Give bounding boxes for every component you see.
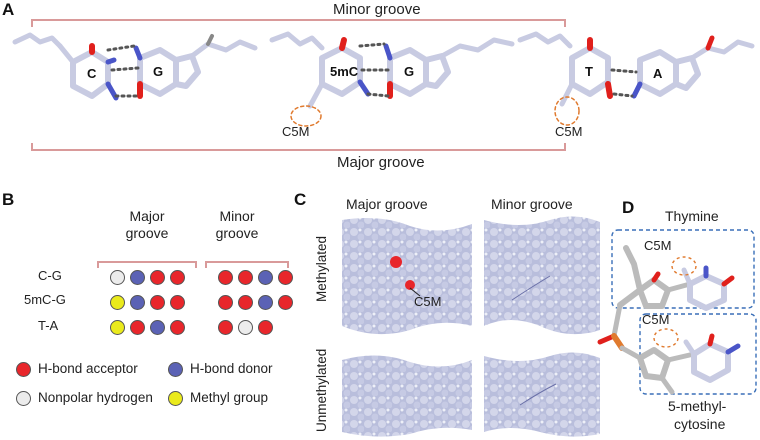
col-major-line2: groove <box>125 225 169 241</box>
c5m-label-5mc: C5M <box>282 124 310 139</box>
minor-groove-label-a: Minor groove <box>333 1 421 18</box>
panel-d-c5m-top: C5M <box>644 238 672 253</box>
pair-c-g-structure <box>12 32 258 101</box>
methyl-highlight-2 <box>405 280 415 290</box>
dot-major-r0-c3 <box>170 270 185 285</box>
panel-c-c5m-label: C5M <box>414 294 442 309</box>
panel-d-c5m-bottom: C5M <box>642 312 670 327</box>
thymine-methyl-circle <box>671 256 697 276</box>
dot-minor-r0-c2 <box>258 270 273 285</box>
cytosine-methyl-circle <box>653 328 679 348</box>
legend-label-donor: H-bond donor <box>190 361 273 376</box>
dot-major-r1-c3 <box>170 295 185 310</box>
legend-dot-acceptor <box>16 362 31 377</box>
panel-d-letter: D <box>622 198 635 217</box>
dot-major-r0-c1 <box>130 270 145 285</box>
base-label-g-2: G <box>404 64 415 79</box>
panel-b-col-minor: Minor groove <box>202 208 272 242</box>
panel-d-title: Thymine <box>665 208 719 224</box>
methyl-circle-t <box>554 96 580 126</box>
dot-major-r2-c1 <box>130 320 145 335</box>
dot-minor-r2-c0 <box>218 320 233 335</box>
panel-c-col-major: Major groove <box>346 196 428 212</box>
dot-major-r2-c2 <box>150 320 165 335</box>
thymine-box <box>611 229 755 309</box>
panel-a-letter: A <box>2 0 15 19</box>
col-major-line1: Major <box>129 208 165 224</box>
col-minor-line2: groove <box>215 225 259 241</box>
surface-methylated-major <box>342 218 472 335</box>
dot-minor-r1-c0 <box>218 295 233 310</box>
minor-groove-bracket <box>31 19 566 27</box>
dot-minor-r1-c1 <box>238 295 253 310</box>
dot-major-r1-c1 <box>130 295 145 310</box>
legend-label-nonpolar: Nonpolar hydrogen <box>38 390 153 405</box>
panel-d-bottom-label-1: 5-methyl- <box>668 398 727 414</box>
major-groove-bracket <box>31 143 566 151</box>
base-label-g-1: G <box>153 64 164 79</box>
panel-c-col-minor: Minor groove <box>491 196 573 212</box>
col-minor-line1: Minor <box>219 208 255 224</box>
dot-major-r0-c2 <box>150 270 165 285</box>
dot-minor-r0-c0 <box>218 270 233 285</box>
pair-t-a-structure <box>517 31 755 126</box>
dot-minor-r1-c3 <box>278 295 293 310</box>
legend-dot-donor <box>168 362 183 377</box>
panel-b-col-major: Major groove <box>112 208 182 242</box>
base-label-a: A <box>653 66 663 81</box>
methyl-highlight-1 <box>390 256 402 268</box>
pair-5mc-g-structure <box>269 31 515 127</box>
dot-minor-r2-c1 <box>238 320 253 335</box>
dot-major-r2-c0 <box>110 320 125 335</box>
major-groove-label-a: Major groove <box>337 154 425 171</box>
dot-minor-r1-c2 <box>258 295 273 310</box>
row-label-5mcg: 5mC-G <box>24 292 66 307</box>
dot-major-r2-c3 <box>170 320 185 335</box>
legend-dot-methyl <box>168 391 183 406</box>
surface-methylated-minor <box>484 216 600 335</box>
base-label-t: T <box>585 64 593 79</box>
surface-unmethylated-major <box>342 355 472 437</box>
panel-b-letter: B <box>2 190 15 209</box>
dot-minor-r2-c2 <box>258 320 273 335</box>
surface-unmethylated-minor <box>484 352 600 437</box>
methyl-circle-5mc <box>290 105 322 127</box>
panel-c-letter: C <box>294 190 307 209</box>
row-label-ta: T-A <box>38 318 59 333</box>
dot-minor-r0-c1 <box>238 270 253 285</box>
cytosine-box <box>639 313 757 395</box>
c5m-label-t: C5M <box>555 124 583 139</box>
dot-minor-r0-c3 <box>278 270 293 285</box>
dot-major-r1-c0 <box>110 295 125 310</box>
legend-label-methyl: Methyl group <box>190 390 269 405</box>
row-label-cg: C-G <box>38 268 62 283</box>
base-label-c: C <box>87 66 97 81</box>
dot-major-r1-c2 <box>150 295 165 310</box>
legend-dot-nonpolar <box>16 391 31 406</box>
base-label-5mc: 5mC <box>330 64 359 79</box>
legend-label-acceptor: H-bond acceptor <box>38 361 138 376</box>
panel-d-bottom-label-2: cytosine <box>674 416 726 432</box>
dot-major-r0-c0 <box>110 270 125 285</box>
